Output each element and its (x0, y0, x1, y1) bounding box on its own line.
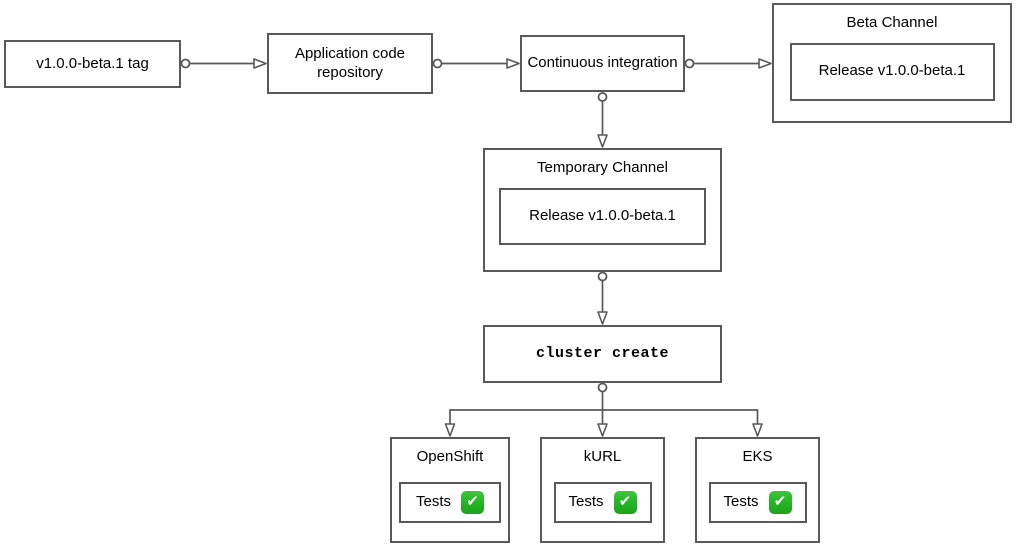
check-glyph: ✔ (618, 492, 632, 510)
node-temporary-channel: Temporary Channel Release v1.0.0-beta.1 (483, 148, 722, 272)
node-eks: EKS Tests ✔ (695, 437, 820, 543)
eks-tests-box: Tests ✔ (708, 481, 807, 523)
check-mark-button-icon: ✔ (768, 490, 792, 514)
arrowhead-icon (597, 423, 608, 437)
kurl-title: kURL (583, 448, 622, 465)
source-port (684, 58, 695, 69)
arrowhead-icon (444, 423, 456, 437)
beta-channel-release-label: Release v1.0.0-beta.1 (818, 62, 966, 80)
source-port (432, 58, 443, 69)
arrowhead-icon (597, 311, 608, 325)
arrowhead-icon (253, 58, 267, 69)
source-port (597, 271, 608, 282)
openshift-tests-box: Tests ✔ (399, 481, 501, 523)
openshift-tests-label: Tests (415, 492, 451, 510)
check-glyph: ✔ (466, 492, 479, 510)
arrowhead-icon (758, 58, 772, 69)
edge-cluster-create-branches (444, 382, 763, 437)
node-cluster-create-label: cluster create (535, 344, 670, 362)
node-continuous-integration-label: Continuous integration (527, 54, 678, 72)
source-port (597, 92, 608, 102)
edge-tag-to-repo (180, 58, 267, 69)
temporary-channel-release-box: Release v1.0.0-beta.1 (499, 187, 706, 245)
kurl-tests-box: Tests ✔ (553, 481, 652, 523)
arrowhead-icon (597, 134, 608, 148)
node-application-code-repository: Application code repository (267, 33, 433, 94)
node-application-code-repository-label: Application code repository (294, 44, 406, 81)
node-openshift: OpenShift Tests ✔ (390, 437, 510, 543)
beta-channel-release-box: Release v1.0.0-beta.1 (789, 42, 995, 101)
temporary-channel-release-label: Release v1.0.0-beta.1 (529, 206, 676, 224)
source-port (597, 382, 608, 393)
node-continuous-integration: Continuous integration (520, 35, 685, 92)
edge-ci-to-beta-channel (684, 58, 772, 69)
beta-channel-title: Beta Channel (846, 14, 938, 31)
source-port (180, 58, 191, 69)
node-kurl: kURL Tests ✔ (540, 437, 665, 543)
check-glyph: ✔ (773, 492, 787, 510)
edge-temporary-channel-to-cluster-create (597, 271, 608, 325)
temporary-channel-title: Temporary Channel (537, 159, 668, 176)
eks-title: EKS (742, 448, 773, 465)
openshift-title: OpenShift (416, 448, 484, 465)
node-cluster-create: cluster create (483, 325, 722, 383)
eks-tests-label: Tests (723, 492, 759, 510)
edge-ci-to-temporary-channel (597, 92, 608, 148)
node-beta-channel: Beta Channel Release v1.0.0-beta.1 (772, 3, 1012, 123)
edge-repo-to-ci (432, 58, 520, 69)
arrowhead-icon (752, 423, 763, 437)
node-version-tag-label: v1.0.0-beta.1 tag (36, 54, 149, 72)
node-version-tag: v1.0.0-beta.1 tag (4, 40, 181, 88)
check-mark-button-icon: ✔ (461, 490, 484, 514)
arrowhead-icon (506, 58, 520, 69)
kurl-tests-label: Tests (568, 492, 604, 510)
check-mark-button-icon: ✔ (613, 490, 637, 514)
